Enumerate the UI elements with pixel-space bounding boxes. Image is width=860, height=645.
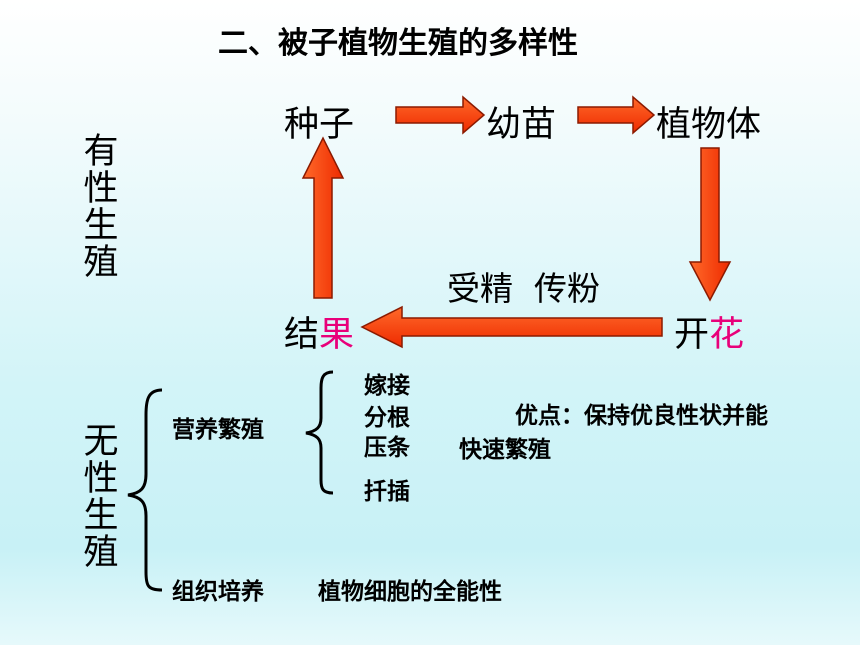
page-title: 二、被子植物生殖的多样性 xyxy=(218,26,578,61)
methods-brace xyxy=(305,370,334,495)
vegetative-propagation: 营养繁殖 xyxy=(172,417,264,443)
arrow-seed-to-seedling xyxy=(395,95,486,135)
method-cutting: 扦插 xyxy=(364,479,410,505)
arrow-seedling-to-plant xyxy=(577,95,656,135)
node-seed: 种子 xyxy=(284,105,355,145)
node-fruit: 结果 xyxy=(284,306,354,357)
advantage-line1: 优点：保持优良性状并能 xyxy=(515,403,768,429)
method-layering: 压条 xyxy=(364,435,410,461)
tissue-culture: 组织培养 xyxy=(172,579,264,605)
arrow-fruit-to-seed xyxy=(301,136,345,299)
fruit-highlight: 果 xyxy=(319,315,355,355)
method-grafting: 嫁接 xyxy=(364,373,410,399)
asexual-reproduction-label: 无性生殖 xyxy=(83,422,119,573)
method-root-division: 分根 xyxy=(364,405,410,431)
arrow-flower-to-fruit xyxy=(360,305,663,349)
sexual-reproduction-label: 有性生殖 xyxy=(83,132,119,283)
asexual-brace xyxy=(127,388,163,592)
arrow-plant-to-flower xyxy=(688,147,732,302)
advantage-line2: 快速繁殖 xyxy=(459,437,551,463)
fruit-prefix: 结 xyxy=(284,315,320,355)
node-flower: 开花 xyxy=(674,306,744,357)
node-plant: 植物体 xyxy=(656,105,762,145)
flower-highlight: 花 xyxy=(709,315,745,355)
node-seedling: 幼苗 xyxy=(486,105,557,145)
tissue-culture-basis: 植物细胞的全能性 xyxy=(318,579,502,605)
flower-prefix: 开 xyxy=(674,315,710,355)
process-label: 受精 传粉 xyxy=(447,269,600,308)
